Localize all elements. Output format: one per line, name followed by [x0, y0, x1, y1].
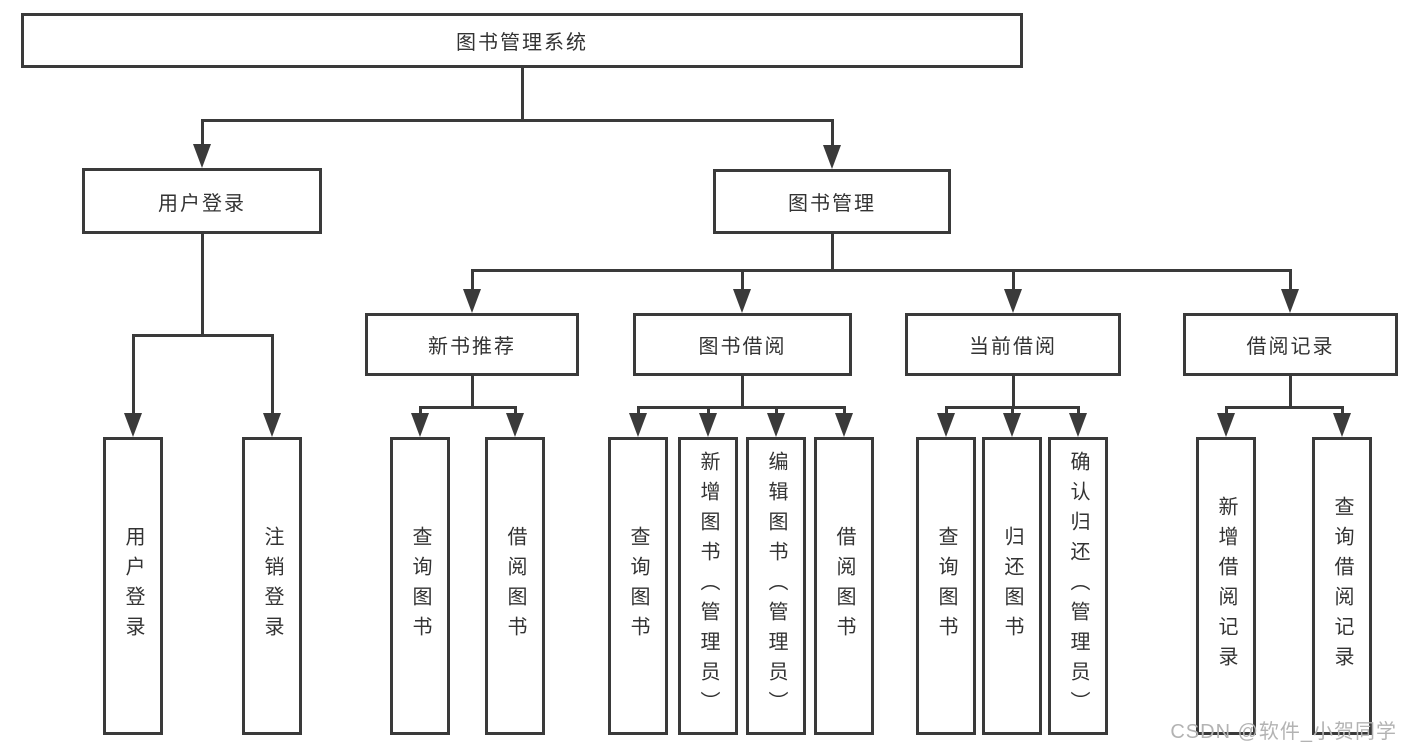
node-new-book-recommendation: 新书推荐 — [365, 313, 579, 376]
connector-line — [470, 268, 1292, 272]
arrowhead-down-icon — [733, 289, 751, 313]
arrowhead-down-icon — [835, 413, 853, 437]
connector-line — [740, 376, 744, 408]
arrowhead-down-icon — [411, 413, 429, 437]
connector-line — [1288, 376, 1292, 408]
arrowhead-down-icon — [193, 144, 211, 168]
node-current-borrowing: 当前借阅 — [905, 313, 1121, 376]
leaf-return-book: 归还图书 — [982, 437, 1042, 735]
arrowhead-down-icon — [463, 289, 481, 313]
connector-line — [418, 405, 517, 409]
node-book-borrowing: 图书借阅 — [633, 313, 852, 376]
arrowhead-down-icon — [937, 413, 955, 437]
leaf-add-borrow-record: 新增借阅记录 — [1196, 437, 1256, 735]
leaf-query-borrow-record: 查询借阅记录 — [1312, 437, 1372, 735]
connector-line — [470, 376, 474, 408]
arrowhead-down-icon — [263, 413, 281, 437]
leaf-add-book-admin: 新增图书（管理员） — [678, 437, 738, 735]
connector-line — [200, 118, 834, 122]
connector-line — [520, 66, 524, 121]
arrowhead-down-icon — [1004, 289, 1022, 313]
arrowhead-down-icon — [699, 413, 717, 437]
connector-line — [1288, 270, 1292, 301]
leaf-query-books-borrowing: 查询图书 — [608, 437, 668, 735]
connector-line — [270, 335, 274, 425]
connector-line — [200, 234, 204, 336]
connector-line — [1011, 376, 1015, 408]
arrowhead-down-icon — [506, 413, 524, 437]
connector-line — [830, 120, 834, 157]
connector-line — [636, 405, 846, 409]
leaf-edit-book-admin: 编辑图书（管理员） — [746, 437, 806, 735]
arrowhead-down-icon — [767, 413, 785, 437]
leaf-logout: 注销登录 — [242, 437, 302, 735]
arrowhead-down-icon — [823, 145, 841, 169]
leaf-borrow-books-borrowing: 借阅图书 — [814, 437, 874, 735]
connector-line — [1224, 405, 1344, 409]
connector-line — [131, 335, 135, 425]
leaf-confirm-return-admin: 确认归还（管理员） — [1048, 437, 1108, 735]
arrowhead-down-icon — [1333, 413, 1351, 437]
node-book-management: 图书管理 — [713, 169, 951, 234]
arrowhead-down-icon — [1069, 413, 1087, 437]
leaf-borrow-books-recommend: 借阅图书 — [485, 437, 545, 735]
connector-line — [1011, 270, 1015, 301]
node-user-login: 用户登录 — [82, 168, 322, 234]
csdn-watermark: CSDN @软件_小贺同学 — [1170, 721, 1397, 743]
node-library-management-system: 图书管理系统 — [21, 13, 1023, 68]
leaf-query-books-current: 查询图书 — [916, 437, 976, 735]
node-borrowing-records: 借阅记录 — [1183, 313, 1398, 376]
arrowhead-down-icon — [629, 413, 647, 437]
arrowhead-down-icon — [1003, 413, 1021, 437]
connector-line — [830, 234, 834, 271]
connector-line — [740, 270, 744, 301]
arrowhead-down-icon — [1281, 289, 1299, 313]
connector-line — [470, 270, 474, 301]
leaf-query-books-recommend: 查询图书 — [390, 437, 450, 735]
connector-line — [131, 333, 274, 337]
arrowhead-down-icon — [1217, 413, 1235, 437]
arrowhead-down-icon — [124, 413, 142, 437]
leaf-user-login: 用户登录 — [103, 437, 163, 735]
connector-line — [200, 120, 204, 156]
